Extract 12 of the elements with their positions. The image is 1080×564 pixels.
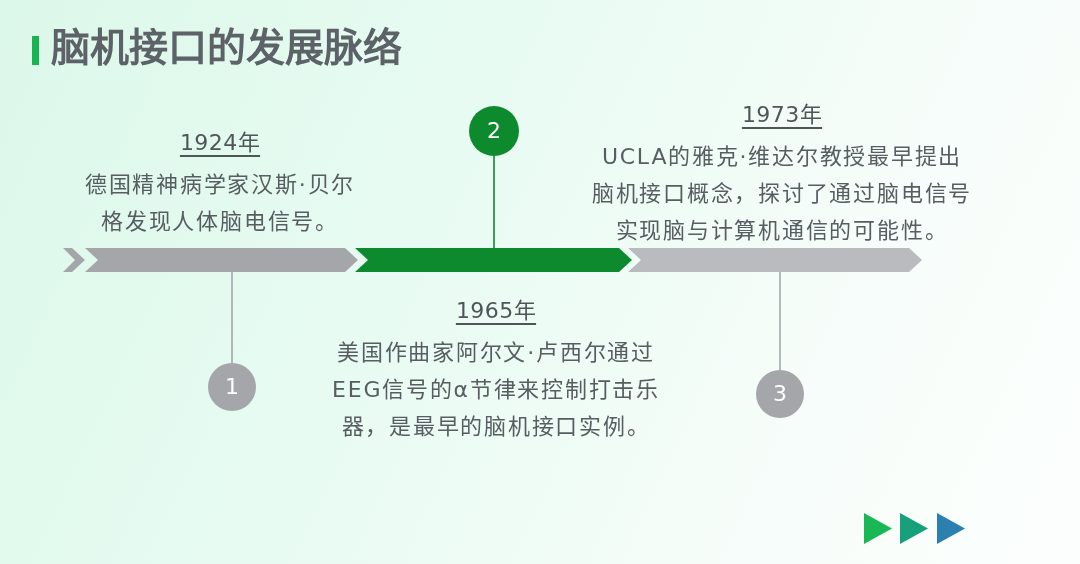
event-description: UCLA的雅克·维达尔教授最早提出脑机接口概念，探讨了通过脑电信号实现脑与计算机通信的可能性。 bbox=[591, 143, 973, 245]
slide-title: 脑机接口的发展脉络 bbox=[51, 24, 402, 72]
timeline-segment bbox=[355, 248, 632, 272]
event-description: 德国精神病学家汉斯·贝尔格发现人体脑电信号。 bbox=[83, 171, 357, 236]
event-description: 美国作曲家阿尔文·卢西尔通过EEG信号的α节律来控制打击乐器，是最早的脑机接口实例。 bbox=[331, 339, 661, 441]
connector-line bbox=[231, 271, 233, 364]
year-label: 1924年 bbox=[179, 129, 261, 157]
timeline-segment bbox=[628, 248, 922, 272]
year-label: 1965年 bbox=[455, 297, 537, 325]
connector-line bbox=[493, 155, 495, 249]
connector-line bbox=[779, 271, 781, 371]
year-label: 1973年 bbox=[741, 101, 823, 129]
